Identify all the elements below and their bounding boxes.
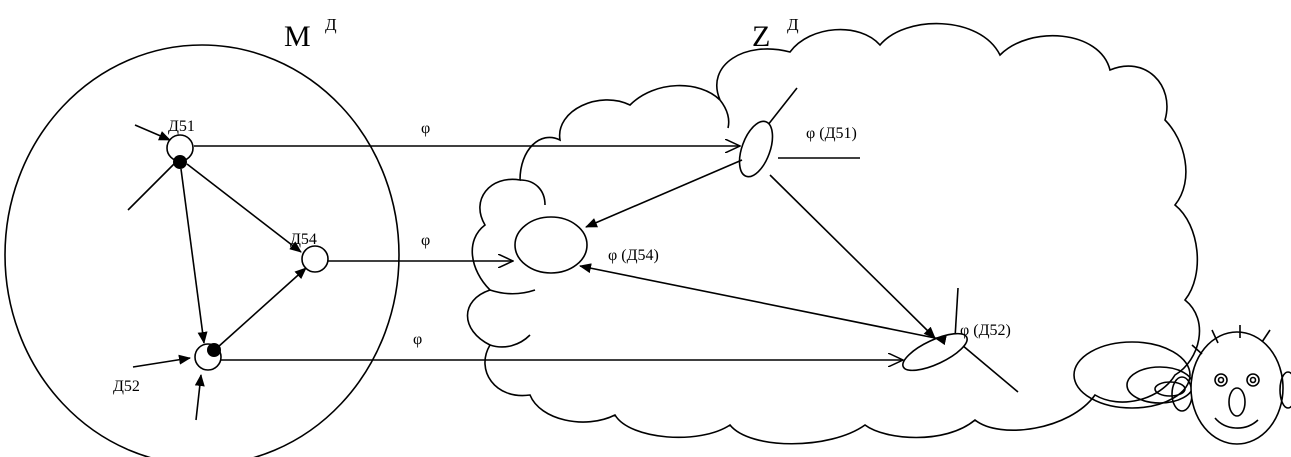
edge-d51-d52: [180, 168, 208, 344]
edge-phi-d51-phi-d52: [769, 174, 936, 339]
phi-d51-label: φ (Д51): [806, 125, 857, 142]
set-z-superscript: Д: [787, 15, 799, 34]
node-d52-label: Д52: [113, 378, 140, 395]
node-d52: [132, 343, 222, 421]
set-z-letter: Z: [752, 20, 770, 53]
edge-phi-d51-phi-d54: [585, 159, 743, 228]
thinking-head-icon: [1073, 325, 1291, 445]
set-m-superscript: Д: [325, 15, 337, 34]
phi-label-bottom: φ: [413, 331, 422, 348]
set-m-letter: M: [284, 20, 311, 53]
set-m-circle: [4, 44, 400, 457]
node-d51-label: Д51: [168, 118, 195, 135]
image-phi-d51: [738, 87, 860, 178]
phi-d54-label: φ (Д54): [608, 247, 659, 264]
phi-label-mid: φ: [421, 232, 430, 249]
phi-label-top: φ: [421, 120, 430, 137]
edge-phi-d52-phi-d54: [579, 263, 947, 346]
node-d51: [127, 124, 194, 211]
image-phi-d52: [902, 287, 1019, 393]
node-d54: [301, 245, 329, 273]
node-d54-label: Д54: [290, 231, 317, 248]
phi-d52-label: φ (Д52): [960, 322, 1011, 339]
edge-d52-d54: [217, 267, 307, 348]
edge-d51-d54: [186, 163, 302, 253]
set-z-cloud: [466, 22, 1201, 445]
image-phi-d54: [514, 216, 588, 274]
